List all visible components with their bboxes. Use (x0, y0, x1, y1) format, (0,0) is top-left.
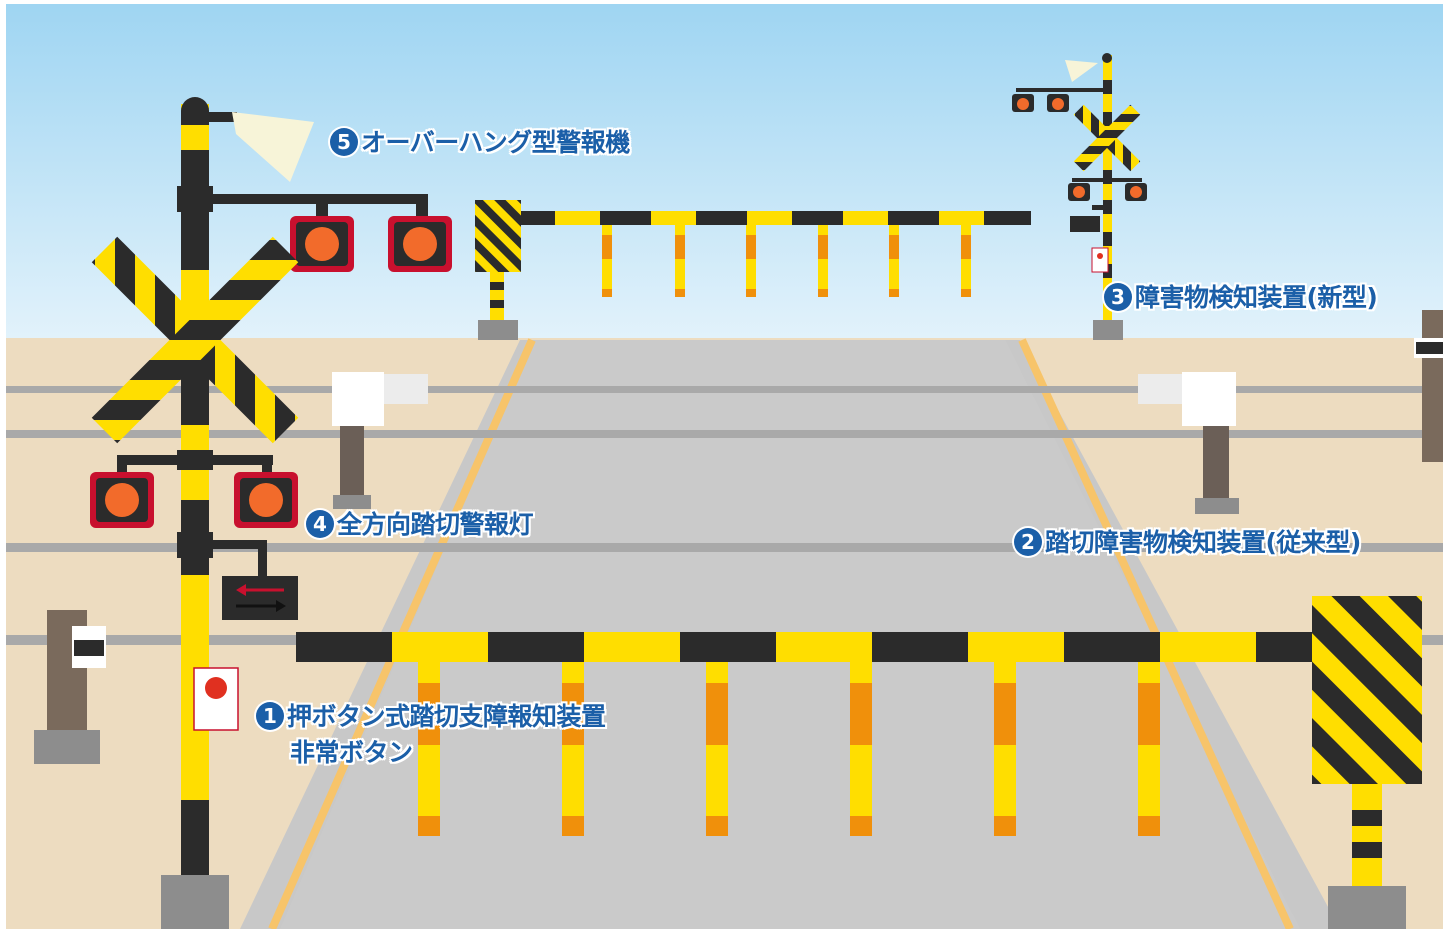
label-number: 1 (256, 702, 284, 730)
rail (6, 430, 1443, 438)
rail (6, 543, 1443, 552)
label-number: 3 (1104, 283, 1132, 311)
overhang-lamp (232, 112, 314, 182)
near-barrier (296, 596, 1422, 929)
left-small-post (34, 610, 106, 764)
far-barrier (475, 200, 1031, 340)
label-text: 障害物検知装置(新型) (1135, 283, 1378, 312)
direction-arrows-icon (222, 576, 298, 620)
main-crossing-signal (90, 97, 452, 929)
emergency-button-icon (193, 667, 239, 731)
barrier-machine (1312, 596, 1422, 784)
label-text: 踏切障害物検知装置(従来型) (1045, 528, 1361, 557)
label-text: オーバーハング型警報機 (361, 128, 630, 157)
obstacle-sensor-right (1138, 372, 1239, 514)
label-number: 2 (1014, 528, 1042, 556)
rail (6, 386, 1443, 393)
label-number: 5 (330, 128, 358, 156)
label-text: 全方向踏切警報灯 (337, 510, 534, 539)
crossbuck-sign (91, 236, 299, 444)
far-signal (1012, 53, 1147, 340)
obstacle-sensor-left (332, 372, 428, 509)
label-text: 押ボタン式踏切支障報知装置 (287, 702, 606, 731)
label-number: 4 (306, 510, 334, 538)
label-emergency-button: 非常ボタン (290, 738, 413, 767)
far-post (1422, 310, 1443, 462)
